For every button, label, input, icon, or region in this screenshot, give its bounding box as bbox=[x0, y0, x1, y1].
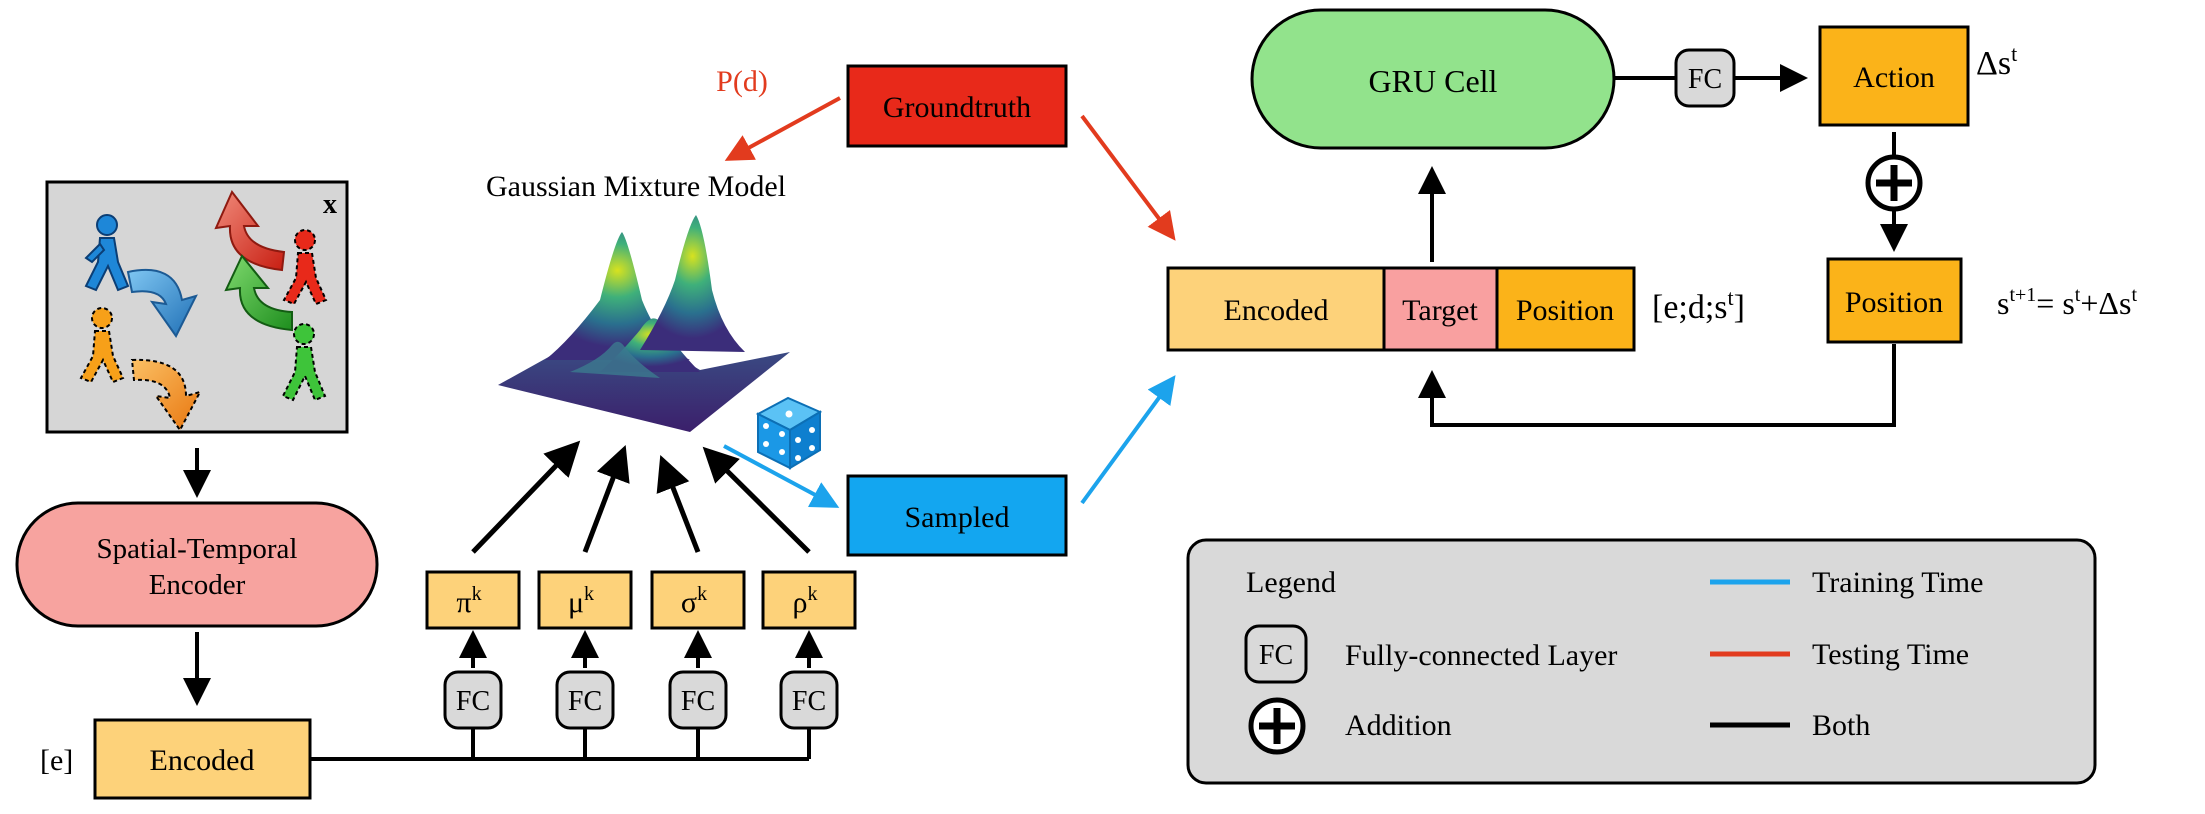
gmm-param-label: ρk bbox=[793, 583, 818, 619]
input-x-label: x bbox=[323, 189, 337, 220]
arrow-param-to-gmm bbox=[656, 455, 701, 553]
encoder-label-line2: Encoder bbox=[149, 569, 246, 601]
action-box: Action bbox=[1818, 25, 1970, 127]
fc-layer-icon bbox=[779, 670, 839, 730]
decoder-input-bar: Encoded Target Position bbox=[1166, 266, 1636, 352]
gmm-param-label: σk bbox=[681, 583, 707, 619]
groundtruth-box: Groundtruth bbox=[846, 64, 1068, 148]
pedestrian-blue-icon bbox=[84, 214, 130, 292]
curved-arrow-orange-icon bbox=[130, 358, 202, 432]
curved-arrow-blue-icon bbox=[126, 268, 198, 338]
gmm-param-column: FC πk bbox=[425, 440, 581, 759]
fc-layer-icon bbox=[443, 670, 503, 730]
pedestrian-red-icon bbox=[282, 229, 328, 306]
gmm-param-box bbox=[425, 570, 521, 630]
sampled-box: Sampled bbox=[846, 474, 1068, 557]
input-scene-panel: x bbox=[45, 180, 349, 434]
legend-testing-text: Testing Time bbox=[1812, 638, 1969, 671]
sampled-label: Sampled bbox=[905, 501, 1010, 534]
fc-layer-icon: FC bbox=[1674, 48, 1736, 108]
encoded-bottom-box: Encoded bbox=[93, 718, 312, 800]
pedestrian-orange-icon bbox=[79, 307, 125, 384]
decoder-input-tag: [e;d;st] bbox=[1652, 285, 1745, 326]
encoded-bottom-label: Encoded bbox=[150, 744, 255, 777]
gmm-param-box bbox=[537, 570, 633, 630]
fc-label: FC bbox=[456, 686, 490, 717]
encoded-tag: [e] bbox=[40, 744, 73, 777]
probability-label: P(d) bbox=[716, 65, 768, 98]
arrow-param-to-gmm bbox=[702, 446, 811, 554]
gru-fc-label: FC bbox=[1688, 64, 1722, 95]
decoder-position-label: Position bbox=[1516, 294, 1614, 327]
arrow-param-to-gmm bbox=[471, 440, 581, 554]
action-delta-label: Δst bbox=[1976, 41, 2017, 82]
groundtruth-label: Groundtruth bbox=[883, 91, 1031, 124]
position-update-box: Position bbox=[1826, 257, 1963, 344]
spatial-temporal-encoder: Spatial-Temporal Encoder bbox=[15, 501, 379, 628]
legend-addition-icon bbox=[1248, 697, 1306, 755]
fc-layer-icon bbox=[555, 670, 615, 730]
fc-label: FC bbox=[681, 686, 715, 717]
dice-icon bbox=[755, 396, 823, 470]
decoder-target-label: Target bbox=[1402, 294, 1478, 327]
gmm-param-column: FC μk bbox=[537, 444, 633, 759]
curved-arrow-red-icon bbox=[214, 190, 286, 272]
gru-cell-label: GRU Cell bbox=[1369, 63, 1498, 99]
gmm-param-label: μk bbox=[568, 583, 594, 619]
arrow-param-to-gmm bbox=[582, 444, 630, 553]
gmm-param-column: FC ρk bbox=[702, 446, 857, 759]
fc-label: FC bbox=[792, 686, 826, 717]
addition-icon bbox=[1865, 154, 1923, 212]
legend-training-text: Training Time bbox=[1812, 566, 1983, 599]
position-update-equation: st+1= st+Δst bbox=[1997, 284, 2137, 321]
encoder-label-line1: Spatial-Temporal bbox=[97, 533, 298, 565]
gmm-param-label: πk bbox=[456, 583, 481, 619]
decoder-encoded-label: Encoded bbox=[1224, 294, 1329, 327]
position-update-label: Position bbox=[1845, 286, 1943, 319]
curved-arrow-green-icon bbox=[224, 254, 293, 332]
pedestrian-green-icon bbox=[281, 323, 327, 402]
arrow-gmm-to-sampled bbox=[723, 444, 840, 508]
feedback-loop-arrow bbox=[1418, 344, 1896, 427]
arrow-groundtruth-to-target bbox=[1080, 114, 1176, 241]
gru-cell: GRU Cell bbox=[1250, 8, 1616, 150]
gmm-param-column: FC σk bbox=[650, 455, 746, 759]
legend-panel: Legend FC Fully-connected Layer Addition… bbox=[1186, 538, 2097, 785]
gmm-title: Gaussian Mixture Model bbox=[486, 170, 786, 203]
gaussian-surface-icon bbox=[498, 215, 790, 432]
legend-fc-text: Fully-connected Layer bbox=[1345, 639, 1617, 672]
legend-addition-text: Addition bbox=[1345, 709, 1452, 742]
fc-label: FC bbox=[568, 686, 602, 717]
action-label: Action bbox=[1853, 61, 1935, 94]
gmm-param-box bbox=[761, 570, 857, 630]
gmm-param-box bbox=[650, 570, 746, 630]
fc-layer-icon bbox=[668, 670, 728, 730]
arrow-groundtruth-to-gmm bbox=[724, 96, 841, 161]
legend-both-text: Both bbox=[1812, 709, 1870, 742]
arrow-sampled-to-target bbox=[1080, 375, 1176, 505]
legend-fc-symbol: FC bbox=[1259, 640, 1293, 671]
legend-title: Legend bbox=[1246, 566, 1336, 599]
legend-fc-icon bbox=[1244, 624, 1308, 684]
